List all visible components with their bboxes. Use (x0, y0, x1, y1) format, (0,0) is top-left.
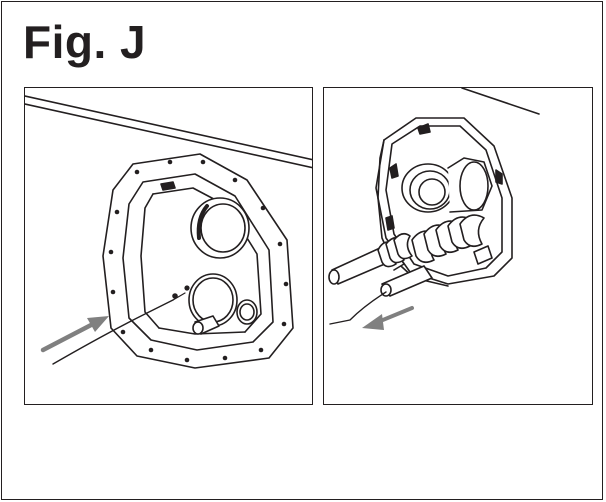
wall-edge-line-inner (25, 103, 312, 169)
pull-arrow-icon (362, 306, 414, 330)
figure-title: Fig. J (23, 16, 147, 68)
screw-holes (108, 159, 289, 363)
insert-arrow-icon (40, 316, 109, 353)
panel-left-illustration (24, 87, 313, 405)
upper-socket-inner (200, 203, 246, 253)
wall-edge-line (25, 95, 312, 161)
pulled-wire (329, 291, 387, 325)
corrugated-sleeve-right (411, 214, 485, 264)
inserted-wire (52, 299, 174, 365)
wall-edge-line (461, 88, 540, 115)
right-illustration (328, 88, 540, 330)
left-illustration (25, 95, 312, 369)
corrugated-sleeve-left (377, 232, 413, 268)
panel-right-illustration (323, 87, 593, 405)
